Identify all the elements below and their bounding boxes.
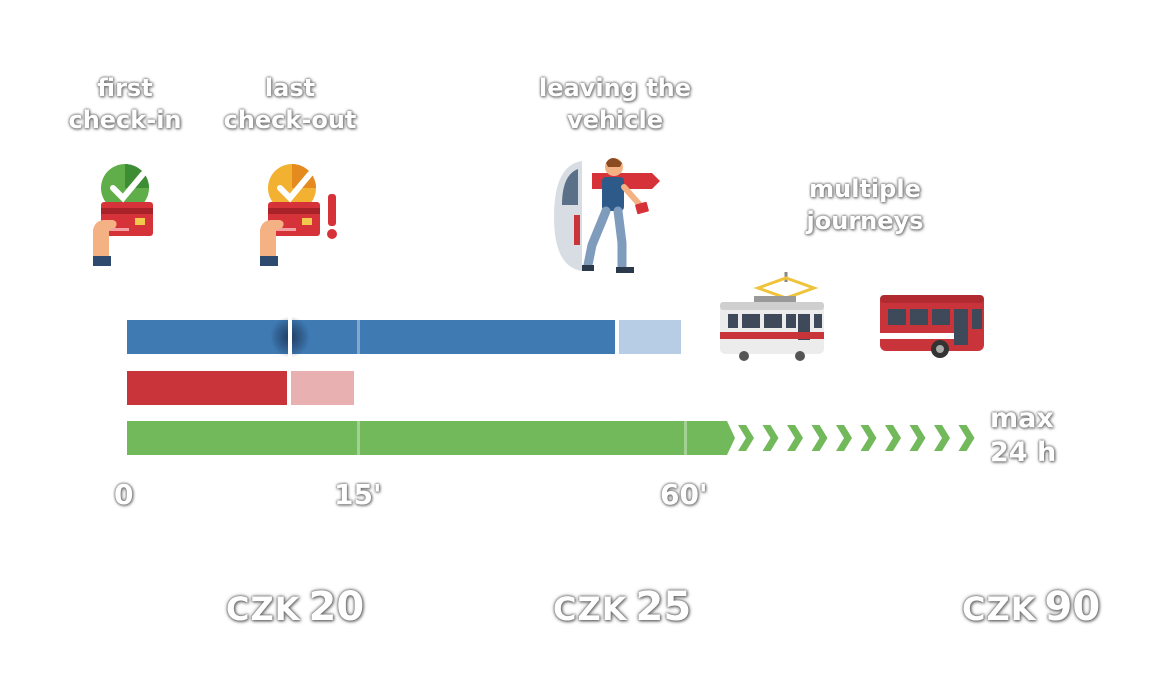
tick-60: 60' <box>660 478 708 511</box>
blue-time-bar <box>127 320 615 354</box>
card-warning-icon <box>260 164 337 266</box>
chevron-mark <box>787 425 803 451</box>
card-check-icon <box>93 164 153 266</box>
chevron-mark <box>934 425 950 451</box>
multiple-journeys-label: multiple journeys <box>806 175 924 235</box>
red-time-bar <box>127 371 287 405</box>
chevron-mark <box>811 425 828 451</box>
green-bar-divider-60 <box>684 421 687 455</box>
chevron-mark <box>909 425 926 451</box>
chevron-mark <box>836 425 852 451</box>
tick-0: 0 <box>114 478 134 511</box>
first-checkin-label: first check-in <box>68 74 182 134</box>
chevron-mark <box>958 425 975 451</box>
chevron-mark <box>762 425 779 451</box>
checkout-marker-line <box>288 310 292 358</box>
bus-icon <box>880 295 984 358</box>
green-bar-divider-15 <box>357 421 360 455</box>
last-checkout-label: last check-out <box>223 74 357 134</box>
red-time-bar-extension <box>291 371 354 405</box>
chevron-mark <box>885 425 901 451</box>
blue-time-bar-extension <box>619 320 681 354</box>
tick-15: 15' <box>334 478 382 511</box>
green-time-bar <box>127 421 720 455</box>
max-duration-label: max 24 h <box>990 403 1057 468</box>
leaving-vehicle-label: leaving the vehicle <box>538 74 692 134</box>
person-leaving-vehicle-icon <box>554 158 660 273</box>
chevron-mark <box>738 425 754 451</box>
blue-bar-divider-15 <box>357 320 360 354</box>
chevrons-icon <box>738 425 975 451</box>
green-bar-arrow-tip <box>719 421 735 455</box>
chevron-mark <box>860 425 877 451</box>
tram-icon <box>720 272 824 361</box>
